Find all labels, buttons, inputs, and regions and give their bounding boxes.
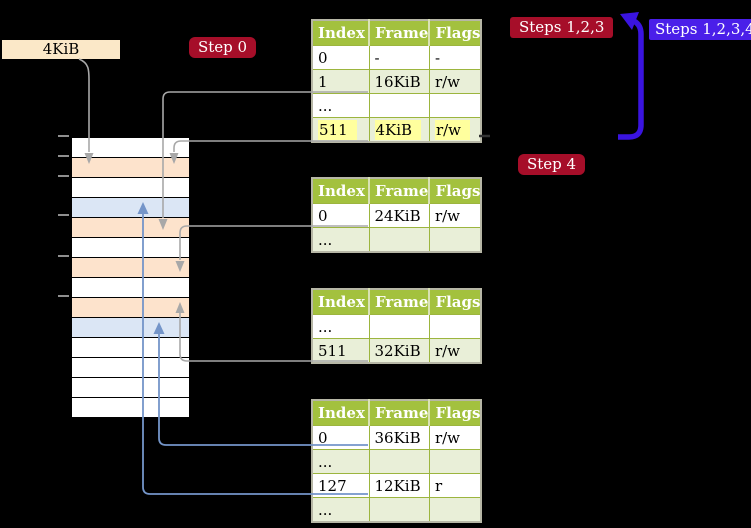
memory-frame-orange bbox=[71, 258, 190, 278]
table-cell: r/w bbox=[429, 203, 482, 228]
table-cell: r bbox=[429, 473, 482, 498]
table-cell: ... bbox=[312, 449, 370, 474]
table-cell bbox=[429, 497, 482, 522]
table-cell: 511 bbox=[312, 117, 370, 142]
memory-frame-white bbox=[71, 398, 190, 418]
highlighted-value: r/w bbox=[434, 119, 471, 140]
memory-frame-blue bbox=[71, 318, 190, 338]
memory-frame-white bbox=[71, 178, 190, 198]
column-header: Frame bbox=[369, 289, 431, 315]
table-cell: 36KiB bbox=[369, 425, 430, 450]
column-header: Flags bbox=[429, 400, 482, 426]
table-cell bbox=[369, 449, 430, 474]
table-cell: ... bbox=[312, 227, 370, 252]
highlighted-value: 4KiB bbox=[374, 119, 422, 140]
table-cell: 511 bbox=[312, 338, 370, 363]
memory-frame-white bbox=[71, 378, 190, 398]
table-cell: r/w bbox=[429, 425, 482, 450]
column-header: Flags bbox=[429, 289, 482, 315]
memory-tick bbox=[58, 255, 69, 257]
memory-column bbox=[71, 137, 190, 418]
memory-frame-white bbox=[71, 338, 190, 358]
table-cell: 4KiB bbox=[369, 117, 430, 142]
column-header: Frame bbox=[369, 178, 431, 204]
table-cell bbox=[429, 449, 482, 474]
column-header: Index bbox=[312, 178, 370, 204]
table-cell: 1 bbox=[312, 69, 370, 94]
column-header: Index bbox=[312, 289, 370, 315]
table-cell: ... bbox=[312, 93, 370, 118]
frame-size-label: 4KiB bbox=[2, 40, 120, 59]
badge-step-0: Step 0 bbox=[189, 37, 257, 58]
table-row: ... bbox=[312, 314, 482, 339]
memory-frame-white bbox=[71, 278, 190, 298]
table-cell: - bbox=[369, 45, 430, 70]
big-blue-arrow bbox=[618, 18, 644, 140]
badge-step-4: Step 4 bbox=[518, 154, 586, 175]
table-cell: 24KiB bbox=[369, 203, 430, 228]
table-cell bbox=[429, 93, 482, 118]
table-cell bbox=[369, 314, 430, 339]
memory-tick bbox=[58, 214, 69, 216]
table-cell: 0 bbox=[312, 203, 370, 228]
table-cell: - bbox=[429, 45, 482, 70]
table-cell: 0 bbox=[312, 45, 370, 70]
memory-tick bbox=[58, 135, 69, 137]
table-cell bbox=[369, 497, 430, 522]
memory-tick bbox=[58, 175, 69, 177]
column-header: Frame bbox=[369, 20, 431, 46]
column-header: Flags bbox=[429, 178, 482, 204]
table-cell: 12KiB bbox=[369, 473, 430, 498]
table-row: ... bbox=[312, 449, 482, 474]
table-cell bbox=[429, 227, 482, 252]
badge-steps-1-2-3-4: Steps 1,2,3,4 bbox=[649, 19, 751, 40]
table-row: 0-- bbox=[312, 45, 482, 70]
memory-frame-white bbox=[71, 138, 190, 158]
table-cell: r/w bbox=[429, 69, 482, 94]
memory-tick bbox=[58, 155, 69, 157]
big-blue-arrowhead bbox=[620, 12, 639, 30]
memory-frame-orange bbox=[71, 158, 190, 178]
table-row: ... bbox=[312, 227, 482, 252]
memory-tick bbox=[58, 295, 69, 297]
highlighted-value: 511 bbox=[318, 119, 357, 140]
table-cell: r/w bbox=[429, 117, 482, 142]
table-cell bbox=[369, 227, 430, 252]
column-header: Frame bbox=[369, 400, 431, 426]
table-cell: r/w bbox=[429, 338, 482, 363]
memory-frame-white bbox=[71, 238, 190, 258]
column-header: Index bbox=[312, 20, 370, 46]
memory-frame-orange bbox=[71, 298, 190, 318]
badge-steps-1-2-3: Steps 1,2,3 bbox=[510, 17, 614, 38]
table-cell: ... bbox=[312, 497, 370, 522]
column-header: Flags bbox=[429, 20, 482, 46]
memory-frame-orange bbox=[71, 218, 190, 238]
table-cell: ... bbox=[312, 314, 370, 339]
memory-frame-white bbox=[71, 358, 190, 378]
table-cell: 32KiB bbox=[369, 338, 430, 363]
memory-frame-blue bbox=[71, 198, 190, 218]
column-header: Index bbox=[312, 400, 370, 426]
table-row: ... bbox=[312, 497, 482, 522]
table-cell: 0 bbox=[312, 425, 370, 450]
table-cell bbox=[429, 314, 482, 339]
table-row: 511 4KiB r/w bbox=[312, 117, 482, 142]
table-cell: 127 bbox=[312, 473, 370, 498]
table-row: ... bbox=[312, 93, 482, 118]
table-cell bbox=[369, 93, 430, 118]
table-cell: 16KiB bbox=[369, 69, 430, 94]
